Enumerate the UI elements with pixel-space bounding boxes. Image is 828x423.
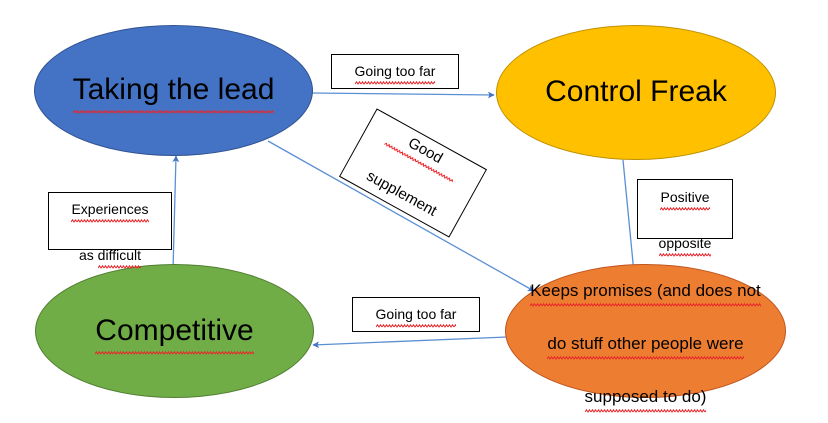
edge-label-text: Experiences as difficult bbox=[71, 175, 149, 270]
node-keeps-promises-label: Keeps promises (and does not do stuff ot… bbox=[516, 252, 775, 414]
edge-label-text-line-2: opposite bbox=[658, 232, 711, 258]
edge-label-text-line-2: supplement bbox=[363, 167, 440, 221]
edge-label-text-line-2: as difficult bbox=[79, 247, 142, 270]
node-taking-the-lead[interactable]: Taking the lead bbox=[34, 25, 313, 156]
node-competitive[interactable]: Competitive bbox=[35, 264, 314, 398]
edge-label-good-supplement[interactable]: Good supplement bbox=[338, 108, 488, 238]
node-competitive-label: Competitive bbox=[81, 312, 267, 356]
edge-label-text: Going too far bbox=[375, 303, 456, 329]
edge-label-text: Good supplement bbox=[349, 100, 477, 246]
edge-label-text-line-1: Good bbox=[385, 122, 465, 181]
spellcheck-underline: do stuff other people were bbox=[547, 331, 744, 361]
edge-label-going-too-far-bottom[interactable]: Going too far bbox=[352, 297, 480, 332]
edge-label-going-too-far-top[interactable]: Going too far bbox=[331, 54, 459, 89]
edge-label-experiences-as-difficult[interactable]: Experiences as difficult bbox=[48, 192, 172, 270]
connector-competitive-to-taking-the-lead bbox=[172, 155, 180, 271]
edge-label-text-line-1: Experiences bbox=[71, 198, 149, 224]
edge-label-positive-opposite[interactable]: Positive opposite bbox=[637, 179, 733, 258]
node-taking-the-lead-label: Taking the lead bbox=[59, 71, 289, 115]
edge-label-text: Positive opposite bbox=[658, 163, 711, 258]
connector-taking-the-lead-to-control-freak bbox=[311, 91, 495, 99]
spellcheck-underline: Taking the lead bbox=[72, 71, 274, 115]
spellcheck-underline: Keeps promises (and does not bbox=[530, 278, 761, 308]
edge-label-text: Going too far bbox=[354, 60, 435, 86]
spellcheck-underline: supposed to do) bbox=[584, 384, 706, 414]
node-keeps-promises[interactable]: Keeps promises (and does not do stuff ot… bbox=[505, 264, 786, 414]
spellcheck-underline: Competitive bbox=[95, 312, 255, 356]
edge-label-text-line-1: Positive bbox=[660, 186, 710, 212]
node-control-freak-label: Control Freak bbox=[545, 75, 727, 109]
connector-keeps-promises-to-competitive bbox=[312, 336, 508, 349]
node-control-freak[interactable]: Control Freak bbox=[496, 25, 776, 160]
spellcheck-underline: difficult bbox=[97, 244, 142, 270]
